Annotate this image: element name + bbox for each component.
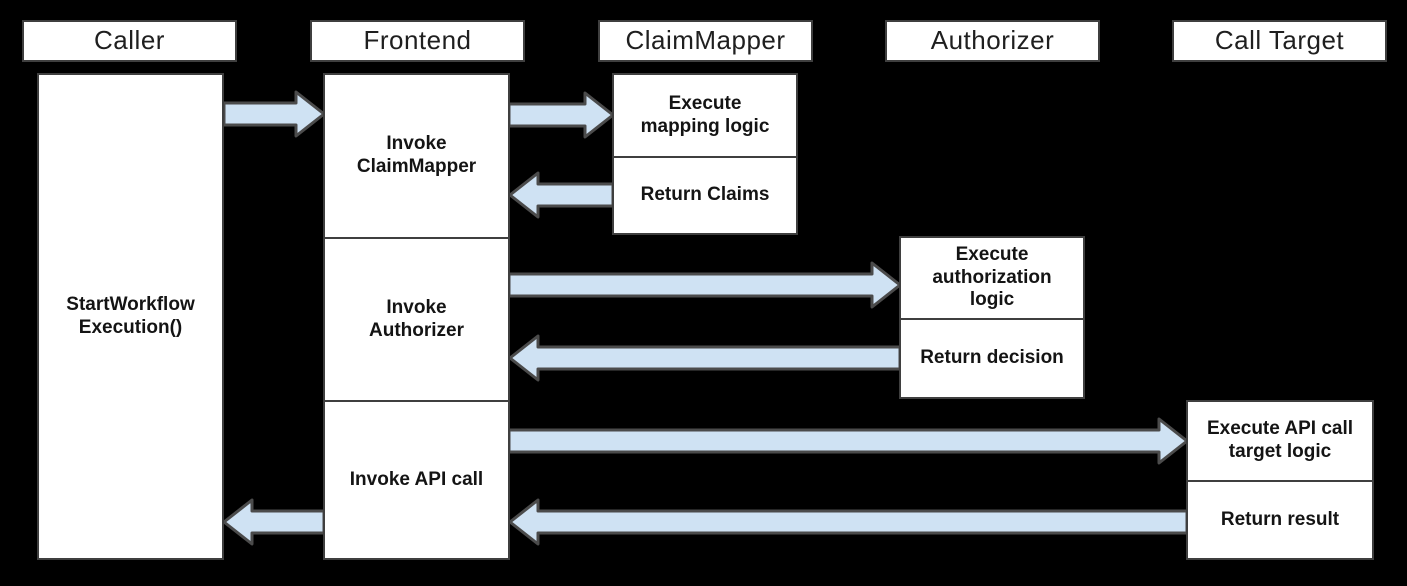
- lane-header-frontend: Frontend: [310, 20, 525, 62]
- frontend-step-invoke-authorizer: Invoke Authorizer: [325, 237, 508, 400]
- invoke-claimmapper-label: Invoke ClaimMapper: [356, 133, 477, 177]
- calltarget-step-return-result: Return result: [1188, 480, 1372, 558]
- arrow-authorizer-return-to-frontend: [508, 334, 902, 382]
- frontend-step-invoke-api-call: Invoke API call: [325, 400, 508, 558]
- start-workflow-execution-label: StartWorkflow Execution(): [66, 293, 195, 338]
- claimmapper-activation-box: Execute mapping logic Return Claims: [612, 73, 798, 235]
- execute-mapping-logic-label: Execute mapping logic: [640, 92, 770, 137]
- claimmapper-step-return-claims: Return Claims: [614, 156, 796, 233]
- lane-header-authorizer: Authorizer: [885, 20, 1100, 62]
- arrow-frontend-to-claimmapper: [507, 91, 615, 139]
- arrow-claimmapper-return-to-frontend: [508, 171, 615, 219]
- lane-header-frontend-label: Frontend: [363, 25, 472, 56]
- invoke-authorizer-label: Invoke Authorizer: [369, 296, 464, 341]
- authorizer-step-execute-authorization-logic: Execute authorization logic: [901, 238, 1083, 318]
- arrow-calltarget-return-to-frontend: [508, 498, 1189, 546]
- lane-header-calltarget-label: Call Target: [1214, 25, 1345, 56]
- lane-header-caller-label: Caller: [94, 25, 165, 56]
- calltarget-activation-box: Execute API call target logic Return res…: [1186, 400, 1374, 560]
- arrow-frontend-return-to-caller: [222, 498, 326, 546]
- authorizer-activation-box: Execute authorization logic Return decis…: [899, 236, 1085, 399]
- return-result-label: Return result: [1220, 508, 1340, 530]
- arrow-caller-to-frontend: [222, 90, 326, 138]
- execute-api-call-target-logic-label: Execute API call target logic: [1206, 418, 1354, 462]
- frontend-step-invoke-claimmapper: Invoke ClaimMapper: [325, 75, 508, 237]
- invoke-api-call-label: Invoke API call: [349, 468, 484, 490]
- caller-activation-box: StartWorkflow Execution(): [37, 73, 224, 560]
- return-claims-label: Return Claims: [640, 184, 770, 206]
- frontend-activation-box: Invoke ClaimMapper Invoke Authorizer Inv…: [323, 73, 510, 560]
- calltarget-step-execute-api-call-target-logic: Execute API call target logic: [1188, 402, 1372, 480]
- claimmapper-step-execute-mapping-logic: Execute mapping logic: [614, 75, 796, 156]
- arrow-frontend-to-authorizer: [507, 261, 902, 309]
- lane-header-caller: Caller: [22, 20, 237, 62]
- lane-header-calltarget: Call Target: [1172, 20, 1387, 62]
- lane-header-authorizer-label: Authorizer: [930, 25, 1055, 56]
- execute-authorization-logic-label: Execute authorization logic: [932, 243, 1052, 311]
- authorizer-step-return-decision: Return decision: [901, 318, 1083, 397]
- lane-header-claimmapper: ClaimMapper: [598, 20, 813, 62]
- arrow-frontend-to-calltarget: [507, 417, 1189, 465]
- lane-header-claimmapper-label: ClaimMapper: [625, 25, 786, 56]
- return-decision-label: Return decision: [920, 347, 1064, 369]
